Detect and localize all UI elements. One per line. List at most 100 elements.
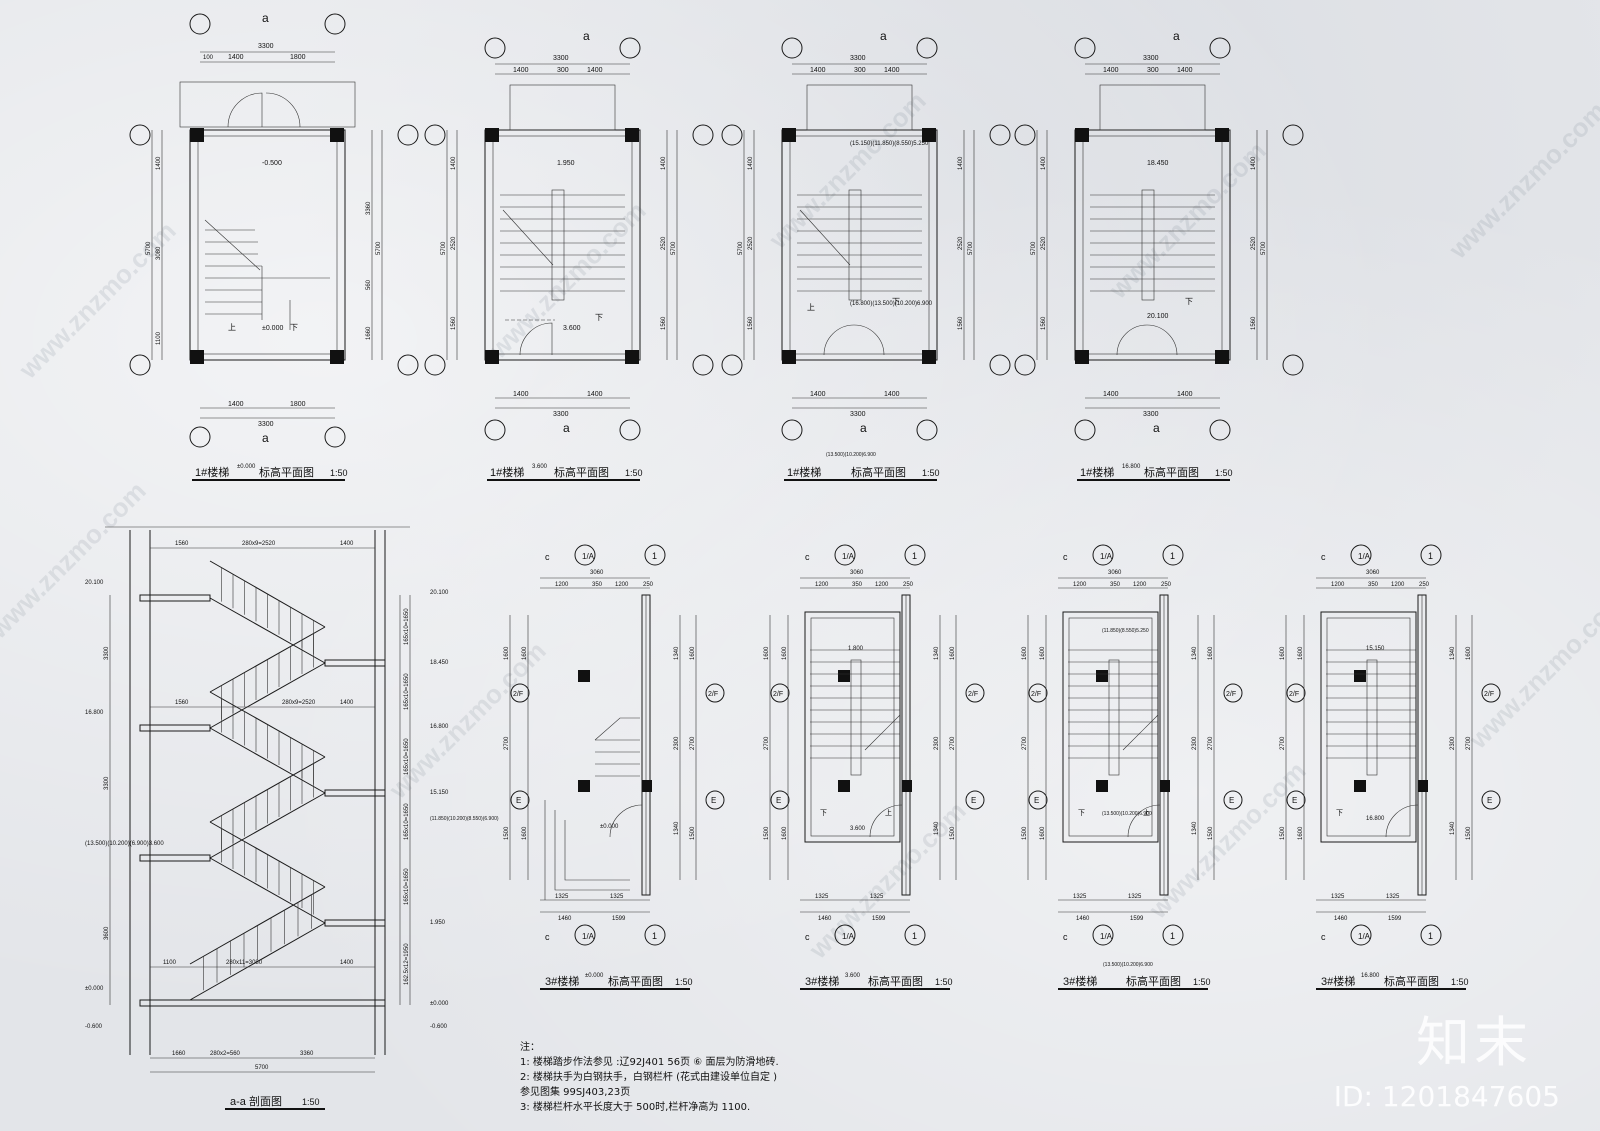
dim-text: 2300 bbox=[934, 736, 940, 750]
axis-label: 2/F bbox=[513, 691, 523, 698]
dim-text: 1560 bbox=[175, 700, 189, 706]
axis-circle bbox=[1420, 924, 1442, 946]
watermark-text: www.znzmo.com bbox=[762, 86, 931, 255]
axis-label: 1 bbox=[652, 551, 657, 561]
plan-3-6900: a a 3300 1400 300 1400 1400 1400 3300 (1… bbox=[721, 29, 1011, 481]
section-mark: a bbox=[1173, 29, 1180, 43]
watermark-text: www.znzmo.com bbox=[1102, 136, 1271, 305]
dim-text: 1400 bbox=[810, 67, 826, 74]
level-text: 1.950 bbox=[557, 160, 575, 167]
dim-text: 1599 bbox=[1130, 916, 1144, 922]
dim-text: 1400 bbox=[228, 401, 244, 408]
plan-title-suffix: 标高平面图 bbox=[851, 465, 906, 479]
column bbox=[1354, 670, 1366, 682]
plan-title-suffix: 标高平面图 bbox=[1126, 974, 1181, 988]
dim-text: 3360 bbox=[300, 1051, 314, 1057]
dim-text: 1200 bbox=[555, 582, 569, 588]
dim-text: 1600 bbox=[1298, 826, 1304, 840]
dim-text: 1600 bbox=[1298, 646, 1304, 660]
dim-text: 1460 bbox=[818, 916, 832, 922]
dim-text: 1400 bbox=[884, 391, 900, 398]
dim-text: 2700 bbox=[504, 736, 510, 750]
dim-text: 2520 bbox=[748, 236, 754, 250]
section-title: a-a 剖面图 bbox=[230, 1094, 282, 1108]
stair-down-label: 下 bbox=[892, 297, 900, 306]
stair-down-label: 下 bbox=[290, 323, 298, 332]
column bbox=[1096, 780, 1108, 792]
dim-text: 3060 bbox=[1108, 570, 1122, 576]
dim-text: 3360 bbox=[366, 201, 372, 215]
column bbox=[1418, 780, 1428, 792]
dim-text: 1800 bbox=[290, 401, 306, 408]
dim-text: 1560 bbox=[748, 316, 754, 330]
axis-label: 1 bbox=[1428, 551, 1433, 561]
stair-up-label: 上 bbox=[885, 808, 892, 817]
plan-title-level: 3.600 bbox=[532, 464, 548, 470]
plan-title: 3#楼梯 bbox=[545, 974, 579, 988]
dim-text: 1600 bbox=[782, 826, 788, 840]
dim-text: 350 bbox=[1368, 582, 1379, 588]
dim-text: 2700 bbox=[1280, 736, 1286, 750]
dim-text: 1200 bbox=[615, 582, 629, 588]
stair-down-label: 下 bbox=[1078, 809, 1085, 817]
note-line: 3: 楼梯栏杆水平长度大于 500时,栏杆净高为 1100. bbox=[520, 1102, 751, 1113]
dim-text: 1600 bbox=[1280, 646, 1286, 660]
dim-text: 165x10=1650 bbox=[404, 608, 410, 645]
level-text: (13.500)(10.200)6.900 bbox=[1102, 811, 1152, 817]
dim-text: 1100 bbox=[163, 960, 177, 966]
dim-text: 1400 bbox=[513, 67, 529, 74]
dim-text: 165x10=1650 bbox=[404, 738, 410, 775]
dim-text: 280x9=2520 bbox=[242, 541, 276, 547]
axis-circle bbox=[1092, 924, 1114, 946]
plan-title-suffix: 标高平面图 bbox=[608, 974, 663, 988]
dim-text: 2700 bbox=[764, 736, 770, 750]
level-text: (16.800)(13.500)(10.200)6.900 bbox=[850, 301, 933, 307]
plan-title-level: 16.800 bbox=[1122, 464, 1141, 470]
dim-text: 1325 bbox=[555, 894, 569, 900]
dim-text: 1400 bbox=[513, 391, 529, 398]
dim-text: 5700 bbox=[968, 241, 974, 255]
axis-circle bbox=[1481, 790, 1501, 810]
plan-title-suffix: 标高平面图 bbox=[1384, 974, 1439, 988]
axis-label: 1/A bbox=[1358, 932, 1371, 941]
dim-text: 300 bbox=[557, 67, 569, 74]
axis-circle bbox=[1028, 683, 1048, 703]
watermark-text: www.znzmo.com bbox=[1462, 586, 1600, 755]
axis-circle bbox=[965, 790, 985, 810]
plan-title-suffix: 标高平面图 bbox=[554, 465, 609, 479]
section-a-a: 3300 3300 3600 20.100 16.800 (13.500)(10… bbox=[85, 526, 499, 1110]
plan-title: 1#楼梯 bbox=[1080, 465, 1114, 479]
dim-text: 1560 bbox=[175, 541, 189, 547]
dim-text: 165x10=1650 bbox=[404, 868, 410, 905]
section-mark: c bbox=[1321, 552, 1326, 562]
dim-text: 1599 bbox=[872, 916, 886, 922]
axis-circle bbox=[1092, 544, 1114, 566]
axis-label: 1/A bbox=[582, 932, 595, 941]
dim-text: 3300 bbox=[553, 411, 569, 418]
dim-text: 5700 bbox=[146, 241, 152, 255]
stair-up-label: 上 bbox=[228, 323, 236, 332]
axis-label: 1/A bbox=[842, 552, 855, 561]
dim-text: 3300 bbox=[553, 55, 569, 62]
section-mark: c bbox=[545, 932, 550, 942]
watermarks: www.znzmo.com www.znzmo.com www.znzmo.co… bbox=[0, 86, 1600, 965]
dim-text: 1200 bbox=[875, 582, 889, 588]
plan-scale: 1:50 bbox=[675, 977, 693, 987]
dim-text: 2520 bbox=[958, 236, 964, 250]
axis-label: 1/A bbox=[1358, 552, 1371, 561]
section-mark: a bbox=[563, 421, 570, 435]
dim-text: 1560 bbox=[451, 316, 457, 330]
dim-text: 1325 bbox=[870, 894, 884, 900]
plan-title-level: 3.600 bbox=[845, 973, 861, 979]
column bbox=[1354, 780, 1366, 792]
axis-circle bbox=[904, 544, 926, 566]
level-text: (15.150)(11.850)(8.550)5.250 bbox=[850, 141, 929, 147]
level-text: 18.450 bbox=[1147, 160, 1169, 167]
axis-circle bbox=[644, 924, 666, 946]
dim-text: 1325 bbox=[1386, 894, 1400, 900]
dim-text: 1400 bbox=[748, 156, 754, 170]
dim-text: 1600 bbox=[782, 646, 788, 660]
dim-text: 2520 bbox=[1041, 236, 1047, 250]
